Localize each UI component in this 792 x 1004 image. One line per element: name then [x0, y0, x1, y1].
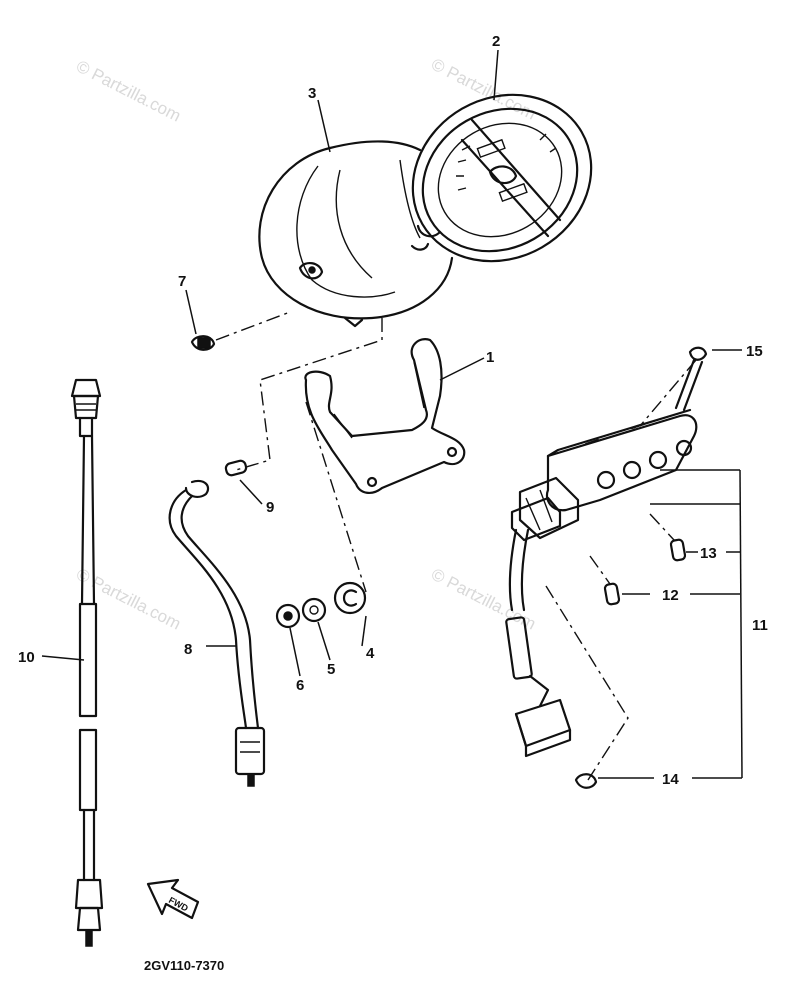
callout-labels: 1 2 3 4 5 6 7 8 9 10 11 12 13 14 15: [18, 33, 768, 788]
callout-13: 13: [700, 545, 717, 562]
screw-15: [674, 346, 708, 412]
bulb-9: [224, 459, 248, 477]
dashed-leader-housing-bracket: [235, 318, 383, 471]
screw-7: [190, 311, 291, 351]
callout-7: 7: [178, 273, 186, 290]
callout-6: 6: [296, 677, 304, 694]
callout-9: 9: [266, 499, 274, 516]
dashed-leader-12: [589, 555, 611, 585]
meter-housing: [258, 140, 454, 328]
callout-10: 10: [18, 649, 35, 666]
bulb-13: [669, 538, 687, 562]
callout-12: 12: [662, 587, 679, 604]
callout-1: 1: [486, 349, 494, 366]
indicator-light-assembly-11: [505, 408, 698, 758]
callout-2: 2: [492, 33, 500, 50]
dashed-leader-bracket-grommet: [305, 401, 367, 593]
callout-8: 8: [184, 641, 192, 658]
washer-5: [301, 597, 327, 623]
diagram-code: 2GV110-7370: [144, 958, 224, 973]
lamp-cord-8: [168, 479, 266, 787]
dashed-leader-13: [649, 513, 675, 541]
fwd-arrow-icon: FWD: [146, 878, 200, 920]
bracket-1: [304, 338, 466, 494]
speedometer-gauge: [399, 93, 593, 263]
callout-15: 15: [746, 343, 763, 360]
speedometer-cable-10: [70, 378, 104, 947]
screw-14: [574, 773, 598, 789]
nut-6: [275, 603, 301, 629]
watermarks: © Partzilla.com © Partzilla.com © Partzi…: [73, 55, 539, 634]
watermark-top-left: © Partzilla.com: [73, 57, 184, 126]
grommet-4: [333, 581, 367, 615]
callout-11: 11: [752, 617, 768, 634]
watermark-mid-left: © Partzilla.com: [73, 565, 184, 634]
callout-leaders: [41, 49, 743, 779]
callout-5: 5: [327, 661, 335, 678]
bulb-12: [603, 582, 621, 606]
dashed-leader-14: [545, 585, 629, 781]
callout-4: 4: [366, 645, 375, 662]
callout-3: 3: [308, 85, 316, 102]
callout-14: 14: [662, 771, 679, 788]
